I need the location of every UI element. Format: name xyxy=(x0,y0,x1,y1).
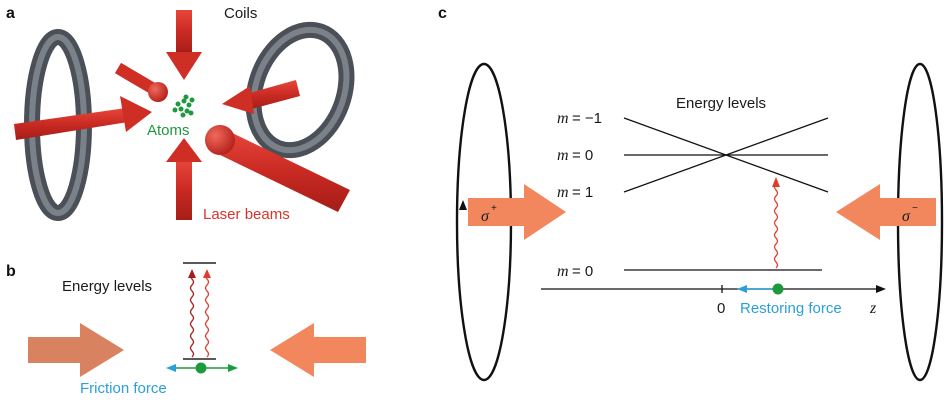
panel-b-letter: b xyxy=(6,263,16,280)
coils-label: Coils xyxy=(224,5,257,22)
level-line-m-1 xyxy=(623,117,829,193)
laser-beams-label: Laser beams xyxy=(203,206,290,223)
svg-text:m: m xyxy=(557,184,569,201)
sigma-plus-beam xyxy=(468,184,566,240)
origin-label: 0 xyxy=(717,300,725,317)
svg-text:σ: σ xyxy=(902,208,911,225)
laser-beam-bottom xyxy=(166,138,202,220)
panel-b: b Energy levels Friction force xyxy=(6,262,366,397)
atom-dot-c xyxy=(772,283,784,295)
sigma-minus-label: σ − xyxy=(902,203,918,225)
restoring-force-label: Restoring force xyxy=(740,300,842,317)
svg-text:+: + xyxy=(491,203,497,214)
panel-c: c Energy levels m = −1 m = 0 m = 1 m = 0 xyxy=(438,5,944,382)
svg-text:= 0: = 0 xyxy=(572,147,593,164)
panel-a: a Coils xyxy=(6,5,355,223)
laser-beam-right xyxy=(222,80,300,114)
panel-c-energy-label: Energy levels xyxy=(676,95,766,112)
svg-text:m: m xyxy=(557,110,569,127)
panel-c-letter: c xyxy=(438,5,447,22)
beam-arrow-right xyxy=(270,323,366,377)
svg-text:= −1: = −1 xyxy=(572,110,602,127)
sigma-minus-beam xyxy=(836,184,936,240)
z-axis-arrowhead xyxy=(876,285,886,293)
wavy-arrowhead-right xyxy=(203,269,211,278)
level-label-m-0-upper: m = 0 xyxy=(557,147,593,164)
laser-beam-lower-right xyxy=(205,125,350,212)
laser-beam-upper-left xyxy=(114,62,168,102)
svg-text:= 1: = 1 xyxy=(572,184,593,201)
svg-text:m: m xyxy=(557,263,569,280)
friction-arrow-left xyxy=(166,364,176,372)
atoms-label: Atoms xyxy=(147,122,190,139)
svg-text:= 0: = 0 xyxy=(572,263,593,280)
level-label-m-1: m = 1 xyxy=(557,184,593,201)
beam-arrow-left xyxy=(28,323,124,377)
panel-b-energy-label: Energy levels xyxy=(62,278,152,295)
restoring-force-arrowhead xyxy=(737,285,747,293)
atom-dot-b xyxy=(195,362,207,374)
level-label-m-0-ground: m = 0 xyxy=(557,263,593,280)
wavy-arrowhead-c xyxy=(772,177,780,187)
wavy-arrowhead-left xyxy=(188,269,196,278)
svg-text:−: − xyxy=(912,203,918,214)
wavy-transition-left xyxy=(189,271,195,358)
z-axis-label: z xyxy=(869,300,877,317)
wavy-transition-right xyxy=(204,271,210,358)
level-label-m-minus1: m = −1 xyxy=(557,110,602,127)
friction-arrow-right xyxy=(228,364,238,372)
wavy-transition-c xyxy=(773,183,779,269)
atom-cloud xyxy=(172,94,195,118)
svg-text:σ: σ xyxy=(481,208,490,225)
svg-text:m: m xyxy=(557,147,569,164)
laser-beam-left xyxy=(14,96,152,140)
coil-current-arrow-left xyxy=(459,200,467,210)
friction-force-label: Friction force xyxy=(80,380,167,397)
laser-beam-top xyxy=(166,10,202,80)
sigma-plus-label: σ + xyxy=(481,203,497,225)
panel-a-letter: a xyxy=(6,5,15,22)
right-coil xyxy=(245,21,355,159)
